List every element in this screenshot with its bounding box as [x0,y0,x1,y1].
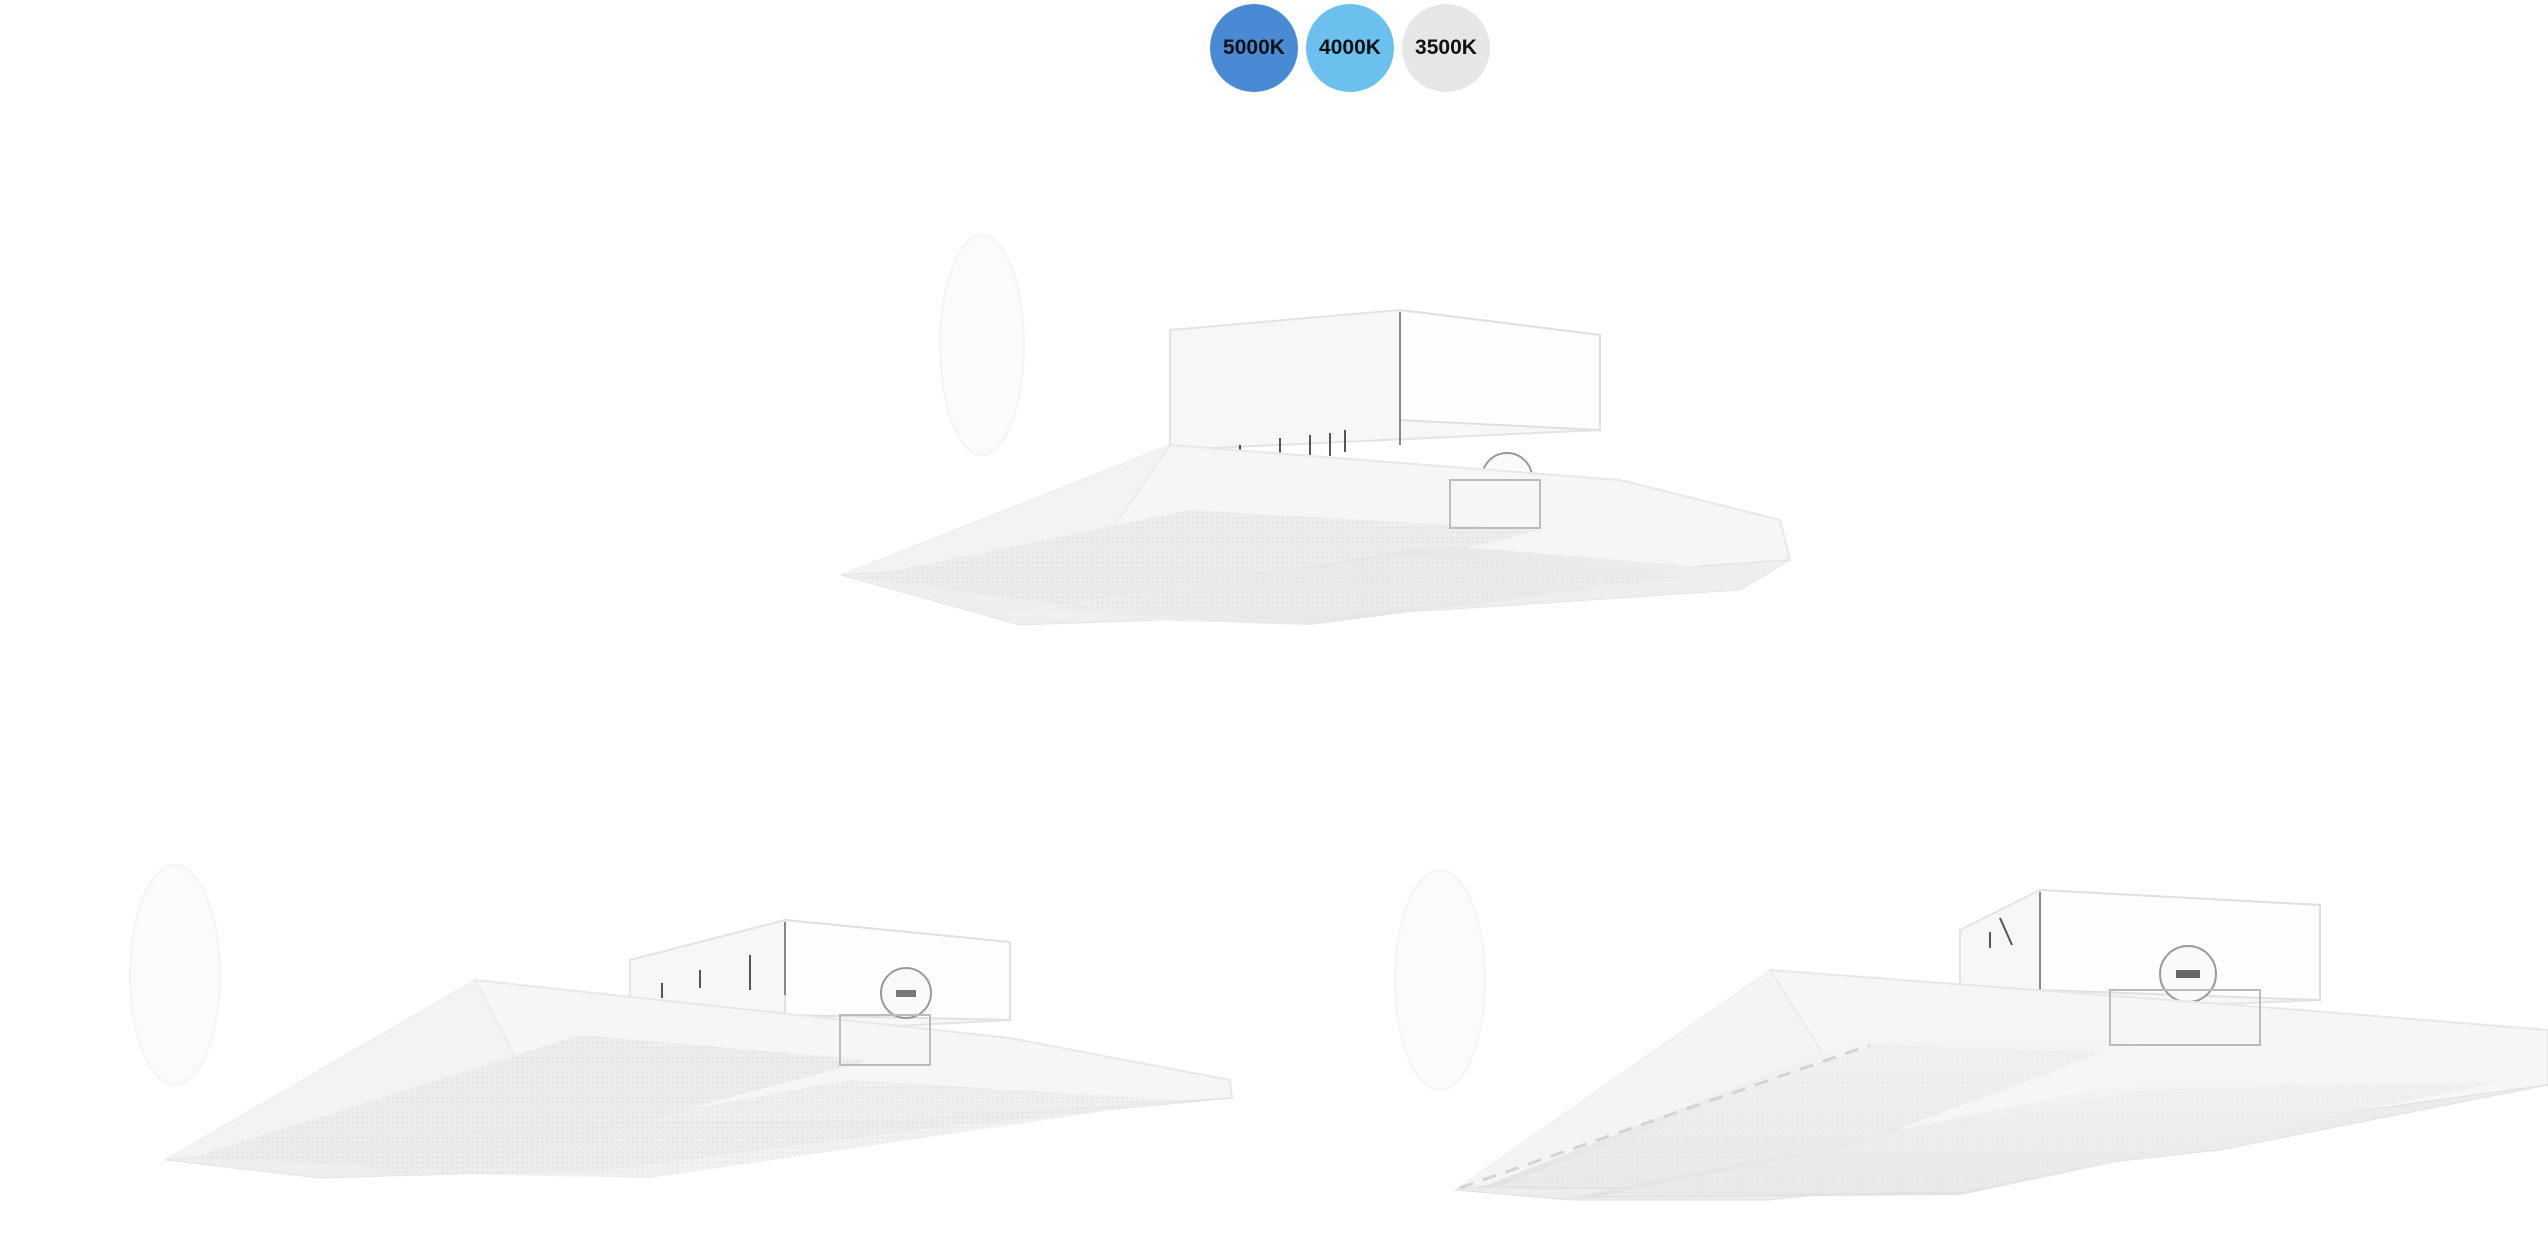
fixture-image-bottom-left [129,860,1250,1200]
high-bay-fixture-drawing [840,234,1792,626]
high-bay-fixture-drawing [129,864,1234,1179]
high-bay-fixture-drawing [1394,869,2548,1201]
color-temperature-selector: 5000K 4000K 3500K [1210,4,1496,92]
fixture-image-top [840,230,1800,650]
color-temp-3500k-button[interactable]: 3500K [1402,4,1490,92]
fixture-image-bottom-right [1394,869,2548,1210]
color-temp-5000k-button[interactable]: 5000K [1210,4,1298,92]
color-temp-4000k-button[interactable]: 4000K [1306,4,1394,92]
